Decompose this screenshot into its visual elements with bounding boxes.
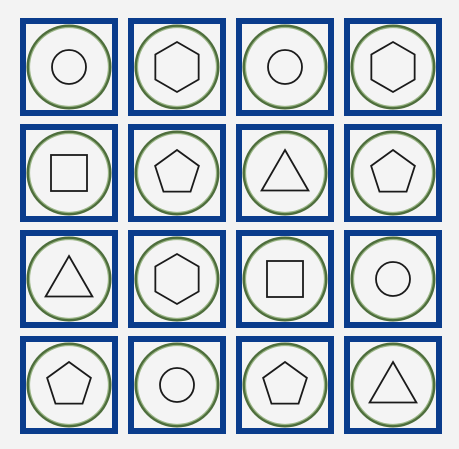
tile-r4-c4[interactable] [344, 336, 442, 434]
tile-r4-c3[interactable] [236, 336, 334, 434]
ring-outline [350, 236, 436, 322]
ring-outline [350, 342, 436, 428]
pentagon-icon [370, 148, 416, 193]
tile-graphic [134, 24, 220, 110]
ring-highlight [28, 238, 110, 320]
tile-r2-c4[interactable] [344, 124, 442, 222]
tile-graphic [350, 24, 436, 110]
ring-highlight [352, 344, 434, 426]
triangle-icon [260, 148, 310, 192]
ring-highlight [136, 26, 218, 108]
tile-graphic [26, 236, 112, 322]
ring-outline [350, 24, 436, 110]
ring-highlight [244, 26, 326, 108]
hexagon-icon [154, 252, 200, 306]
tile-r1-c3[interactable] [236, 18, 334, 116]
tile-graphic [26, 24, 112, 110]
tile-r1-c2[interactable] [128, 18, 226, 116]
tile-graphic [134, 130, 220, 216]
tile-graphic [350, 130, 436, 216]
triangle-icon [44, 254, 94, 298]
triangle-icon [368, 360, 418, 404]
ring-highlight [352, 238, 434, 320]
ring-outline [26, 130, 112, 216]
pentagon-icon [154, 148, 200, 193]
tile-graphic [242, 130, 328, 216]
ring-highlight [136, 132, 218, 214]
tile-r2-c1[interactable] [20, 124, 118, 222]
ring-highlight [352, 26, 434, 108]
tile-graphic [242, 342, 328, 428]
tile-r4-c1[interactable] [20, 336, 118, 434]
tile-r1-c4[interactable] [344, 18, 442, 116]
tile-r1-c1[interactable] [20, 18, 118, 116]
ring-highlight [136, 238, 218, 320]
ring-outline [26, 342, 112, 428]
tile-graphic [134, 342, 220, 428]
tile-graphic [350, 236, 436, 322]
tile-r2-c3[interactable] [236, 124, 334, 222]
circle-icon [267, 49, 303, 85]
square-icon [50, 154, 88, 192]
hexagon-icon [370, 40, 416, 94]
tile-r3-c3[interactable] [236, 230, 334, 328]
tile-graphic [26, 342, 112, 428]
ring-highlight [244, 344, 326, 426]
tile-graphic [242, 24, 328, 110]
tile-r3-c1[interactable] [20, 230, 118, 328]
tile-graphic [134, 236, 220, 322]
ring-outline [242, 130, 328, 216]
ring-outline [134, 342, 220, 428]
pentagon-icon [46, 360, 92, 405]
tile-r2-c2[interactable] [128, 124, 226, 222]
square-icon [266, 260, 304, 298]
ring-highlight [244, 238, 326, 320]
tile-graphic [242, 236, 328, 322]
ring-outline [242, 24, 328, 110]
ring-outline [134, 236, 220, 322]
circle-icon [375, 261, 411, 297]
pentagon-icon [262, 360, 308, 405]
ring-outline [26, 236, 112, 322]
ring-outline [242, 236, 328, 322]
circle-icon [51, 49, 87, 85]
ring-outline [350, 130, 436, 216]
ring-highlight [136, 344, 218, 426]
ring-highlight [28, 344, 110, 426]
ring-outline [242, 342, 328, 428]
ring-outline [134, 130, 220, 216]
circle-icon [159, 367, 195, 403]
ring-outline [26, 24, 112, 110]
tile-r4-c2[interactable] [128, 336, 226, 434]
tile-r3-c4[interactable] [344, 230, 442, 328]
hexagon-icon [154, 40, 200, 94]
tile-graphic [350, 342, 436, 428]
tile-graphic [26, 130, 112, 216]
ring-outline [134, 24, 220, 110]
ring-highlight [28, 132, 110, 214]
ring-highlight [352, 132, 434, 214]
ring-highlight [28, 26, 110, 108]
ring-highlight [244, 132, 326, 214]
tile-r3-c2[interactable] [128, 230, 226, 328]
